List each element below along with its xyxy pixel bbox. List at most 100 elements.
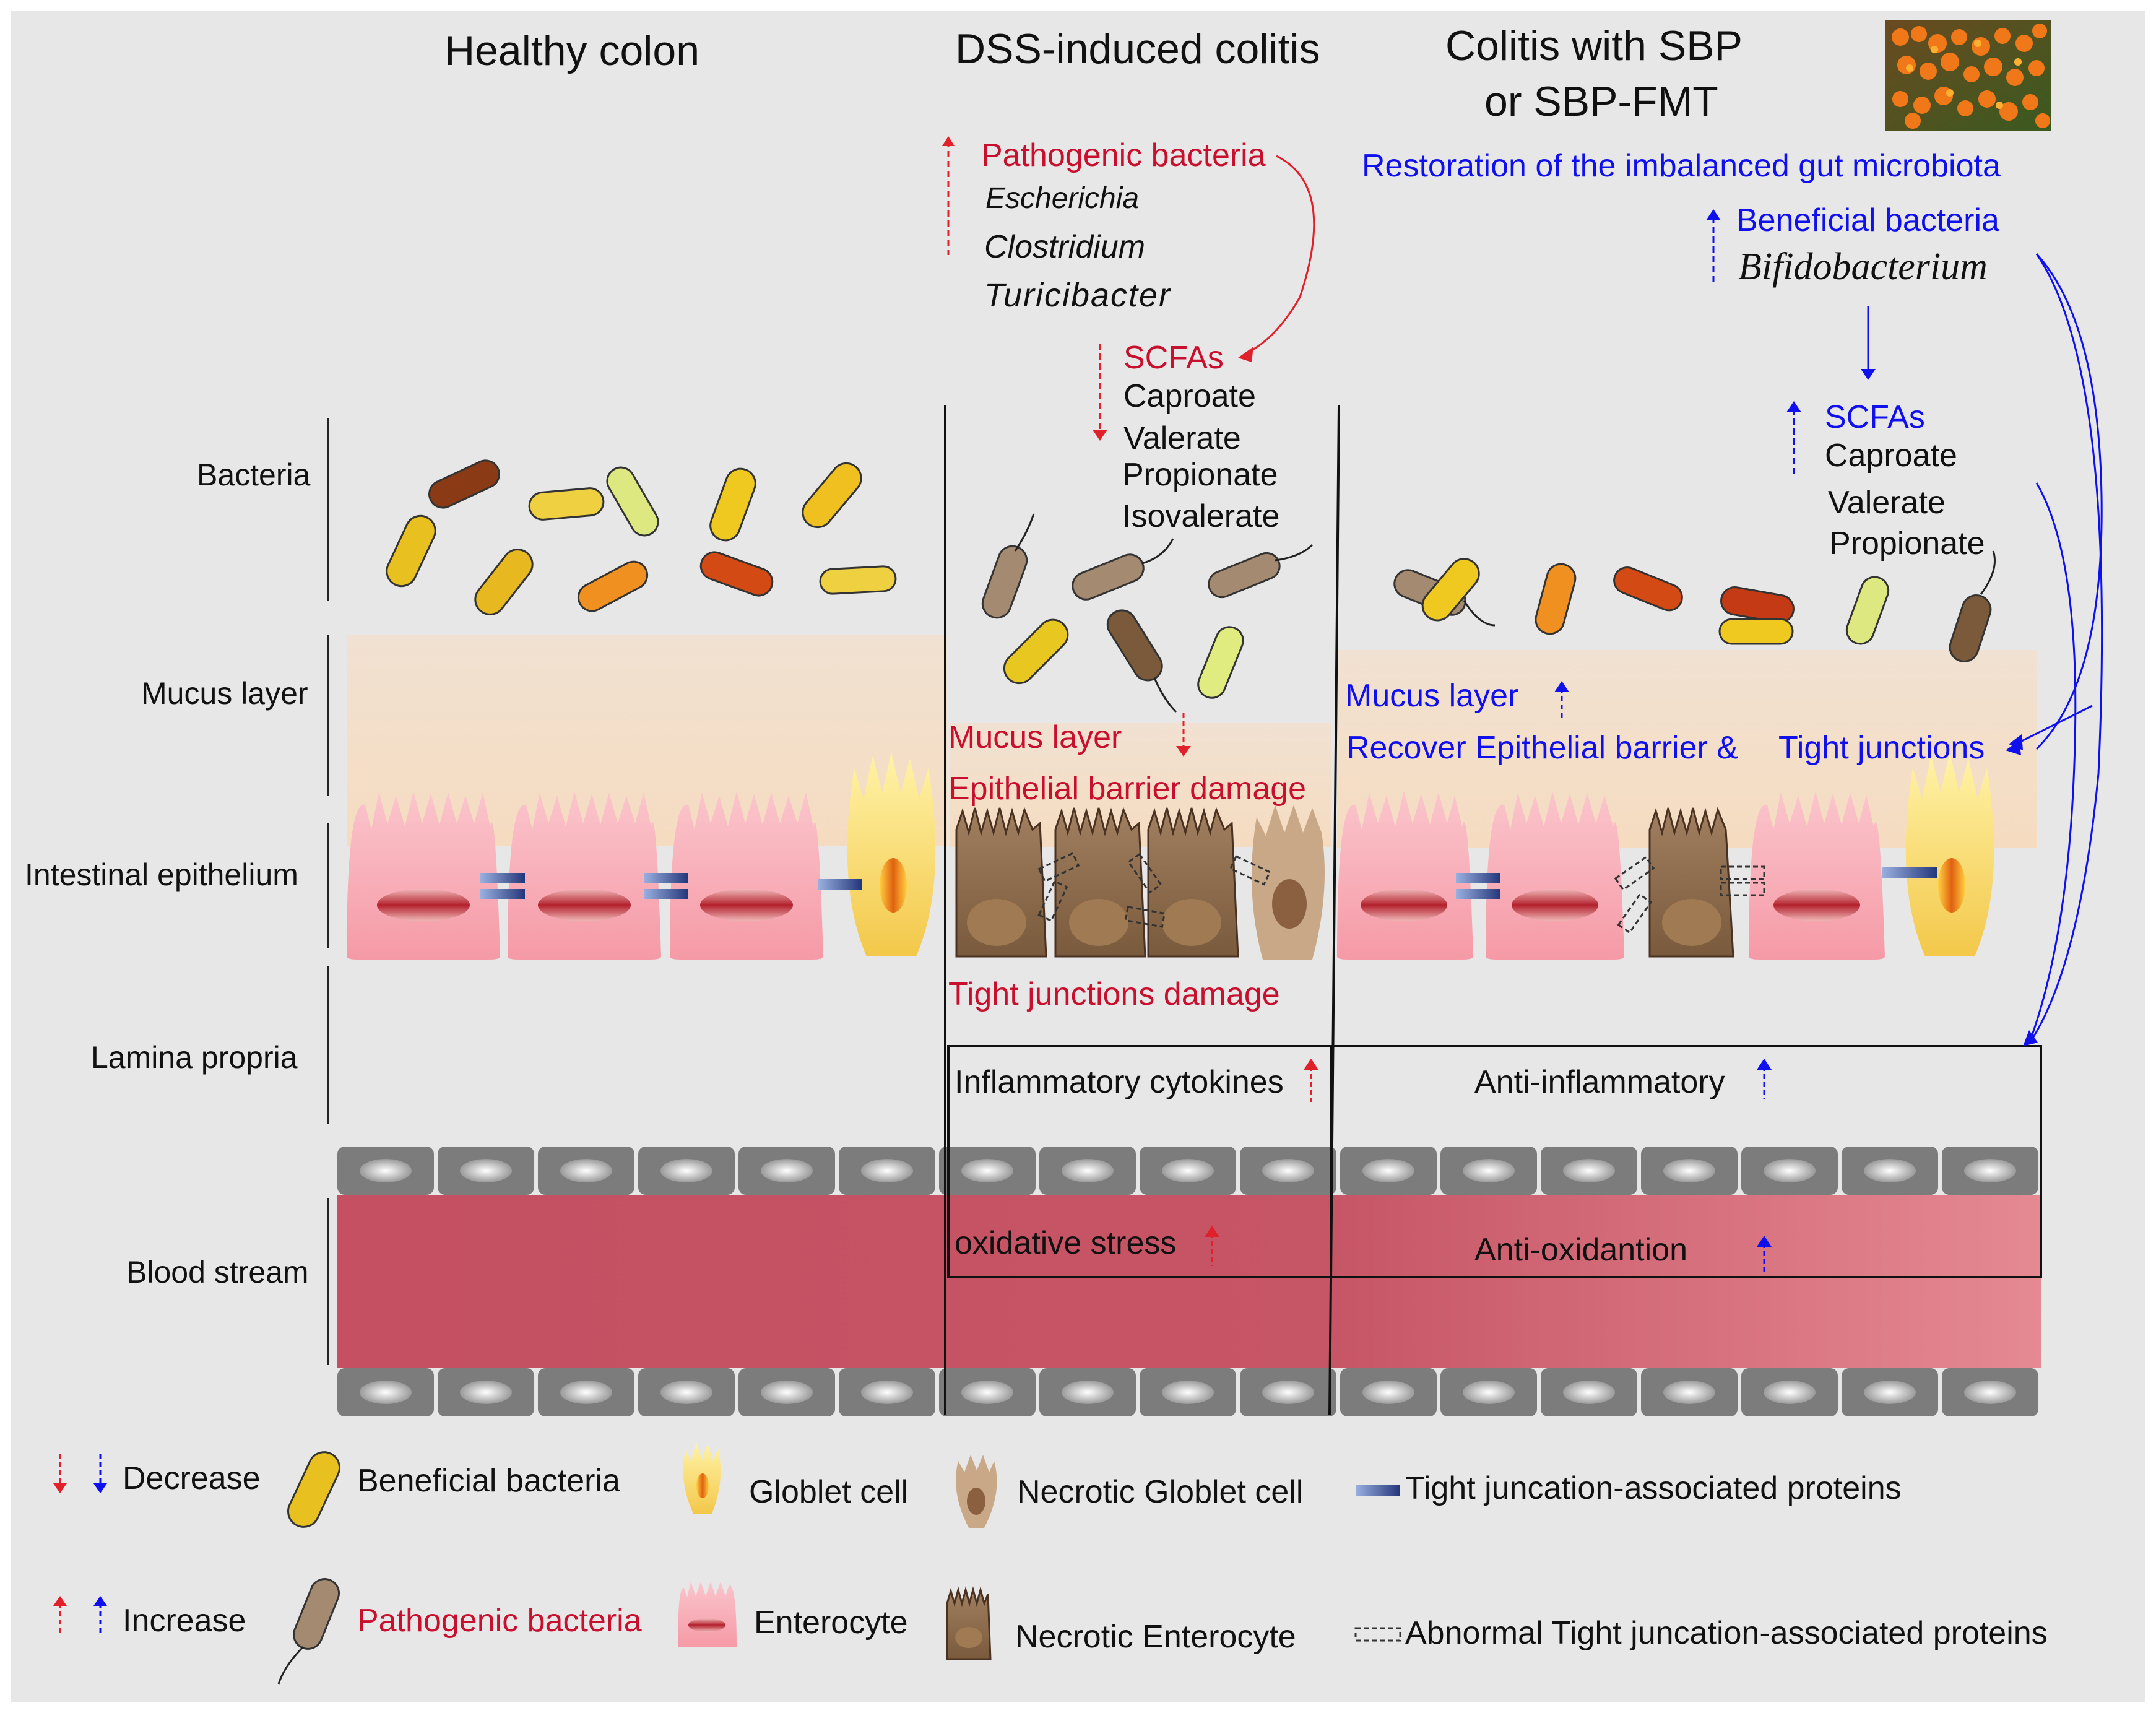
- pathogen-increase-arrow: [942, 136, 955, 255]
- dss-pathogenic-bacteria: Pathogenic bacteria: [981, 137, 1266, 173]
- sbp-scfa-valerate: Valerate: [1828, 485, 1946, 521]
- endothelial-nucleus: [1062, 1381, 1114, 1404]
- layer-label-mucus: Mucus layer: [141, 676, 308, 711]
- layer-label-bacteria: Bacteria: [197, 458, 311, 492]
- layer-label-blood: Blood stream: [126, 1255, 309, 1290]
- antioxidant-increase-arrow: [1757, 1236, 1772, 1275]
- dss-scfa-isovalerate: Isovalerate: [1122, 498, 1280, 534]
- endothelial-nucleus: [761, 1159, 813, 1182]
- column-divider-2: [1328, 405, 1340, 1415]
- dss-genus-turicibacter: Turicibacter: [984, 277, 1172, 314]
- endothelial-nucleus: [1864, 1381, 1916, 1404]
- dss-scfas: SCFAs: [1123, 340, 1224, 376]
- necrotic-cells-group: [955, 805, 1325, 960]
- endothelial-nucleus: [460, 1381, 512, 1404]
- endothelial-nucleus: [660, 1159, 712, 1182]
- endothelial-nucleus: [1162, 1159, 1214, 1182]
- cytokine-increase-arrow: [1304, 1059, 1318, 1102]
- restored-epithelium-group: [1337, 752, 1994, 960]
- mucus-increase-arrow: [1554, 681, 1569, 721]
- endothelial-nucleus: [861, 1381, 913, 1404]
- endothelial-nucleus: [560, 1159, 612, 1182]
- legend-beneficial-bacteria: Beneficial bacteria: [357, 1463, 620, 1499]
- antiinflammatory-increase-arrow: [1757, 1059, 1772, 1099]
- bacteria-sbp: [1393, 550, 1996, 662]
- bacteria-colitis: [981, 513, 1314, 713]
- dss-scfa-propionate: Propionate: [1122, 457, 1278, 493]
- dss-scfa-valerate: Valerate: [1123, 420, 1241, 456]
- sbp-mucus-layer: Mucus layer: [1345, 678, 1519, 714]
- endothelial-nucleus: [1663, 1159, 1715, 1182]
- scfa-increase-arrow: [1786, 401, 1801, 477]
- sbp-scfa-caproate: Caproate: [1825, 438, 1957, 474]
- endothelial-nucleus: [660, 1381, 712, 1404]
- endothelial-nucleus: [761, 1381, 813, 1404]
- endothelial-nucleus: [1262, 1159, 1314, 1182]
- sbp-bifidobacterium: Bifidobacterium: [1738, 246, 1988, 288]
- legend-tight-junction-proteins: Tight juncation-associated proteins: [1405, 1470, 1902, 1506]
- pathogen-to-scfa-arrow: [1244, 155, 1315, 355]
- dss-genus-clostridium: Clostridium: [984, 229, 1146, 265]
- endothelium-top: [337, 1147, 2038, 1195]
- sbp-tight-junctions: Tight junctions: [1778, 730, 1985, 766]
- bifido-to-scfa-arrow: [1861, 306, 1876, 380]
- inflammation-box: [947, 1045, 2042, 1278]
- sbp-beneficial-bacteria: Beneficial bacteria: [1736, 202, 1999, 238]
- endothelial-nucleus: [1563, 1159, 1615, 1182]
- legend-abnormal-tight-junction: Abnormal Tight juncation-associated prot…: [1405, 1615, 2048, 1651]
- endothelial-nucleus: [1864, 1159, 1916, 1182]
- endothelial-nucleus: [1062, 1159, 1114, 1182]
- oxidative-increase-arrow: [1205, 1226, 1219, 1266]
- sbp-effect-curves: [2011, 253, 2103, 1043]
- endothelial-nucleus: [1764, 1381, 1816, 1404]
- endothelial-nucleus: [961, 1381, 1013, 1404]
- legend-graphics: [53, 1442, 1401, 1685]
- endothelial-nucleus: [1362, 1159, 1414, 1182]
- legend-pathogenic-bacteria: Pathogenic bacteria: [357, 1603, 642, 1639]
- mucus-decrease-arrow: [1176, 713, 1191, 757]
- endothelial-nucleus: [360, 1381, 412, 1404]
- sbp-recover-barrier: Recover Epithelial barrier &: [1346, 730, 1738, 766]
- bacteria-healthy: [386, 459, 897, 615]
- layer-label-lamina: Lamina propria: [91, 1040, 298, 1075]
- endothelial-nucleus: [1262, 1381, 1314, 1404]
- sea-buckthorn-image: [1885, 20, 2051, 131]
- sbp-anti-inflammatory: Anti-inflammatory: [1474, 1064, 1725, 1100]
- sbp-scfas: SCFAs: [1825, 399, 1925, 435]
- endothelial-nucleus: [1563, 1381, 1615, 1404]
- legend-goblet-cell: Globlet cell: [749, 1474, 909, 1510]
- header-sbp-line2: or SBP-FMT: [1484, 78, 1718, 125]
- layer-label-epithelium: Intestinal epithelium: [25, 857, 298, 892]
- header-dss-colitis: DSS-induced colitis: [955, 25, 1320, 72]
- dss-oxidative-stress: oxidative stress: [955, 1225, 1177, 1261]
- dss-mucus-layer: Mucus layer: [948, 719, 1122, 755]
- endothelial-nucleus: [360, 1159, 412, 1182]
- endothelial-nucleus: [1162, 1381, 1214, 1404]
- blood-stream: [337, 1195, 2041, 1368]
- scfa-decrease-arrow: [1093, 344, 1107, 441]
- endothelial-nucleus: [1362, 1381, 1414, 1404]
- dss-tight-junction-damage: Tight junctions damage: [948, 976, 1280, 1012]
- enterocyte-group: [347, 752, 936, 960]
- endothelial-nucleus: [560, 1381, 612, 1404]
- endothelial-nucleus: [1964, 1381, 2016, 1404]
- dss-scfa-caproate: Caproate: [1123, 378, 1256, 414]
- legend-necrotic-enterocyte: Necrotic Enterocyte: [1015, 1619, 1296, 1655]
- sbp-restoration: Restoration of the imbalanced gut microb…: [1362, 148, 2001, 184]
- legend-enterocyte: Enterocyte: [754, 1605, 908, 1641]
- legend-necrotic-goblet: Necrotic Globlet cell: [1017, 1474, 1304, 1510]
- legend-decrease: Decrease: [123, 1460, 261, 1496]
- endothelial-nucleus: [961, 1159, 1013, 1182]
- sbp-anti-oxidation: Anti-oxidantion: [1474, 1232, 1687, 1268]
- dss-epithelial-damage: Epithelial barrier damage: [948, 771, 1307, 807]
- dss-genus-escherichia: Escherichia: [985, 182, 1140, 215]
- sbp-scfa-propionate: Propionate: [1829, 526, 1985, 562]
- beneficial-increase-arrow: [1706, 209, 1721, 285]
- endothelial-nucleus: [1764, 1159, 1816, 1182]
- header-sbp-line1: Colitis with SBP: [1445, 22, 1743, 69]
- endothelial-nucleus: [861, 1159, 913, 1182]
- endothelial-nucleus: [1663, 1381, 1715, 1404]
- endothelial-nucleus: [1964, 1159, 2016, 1182]
